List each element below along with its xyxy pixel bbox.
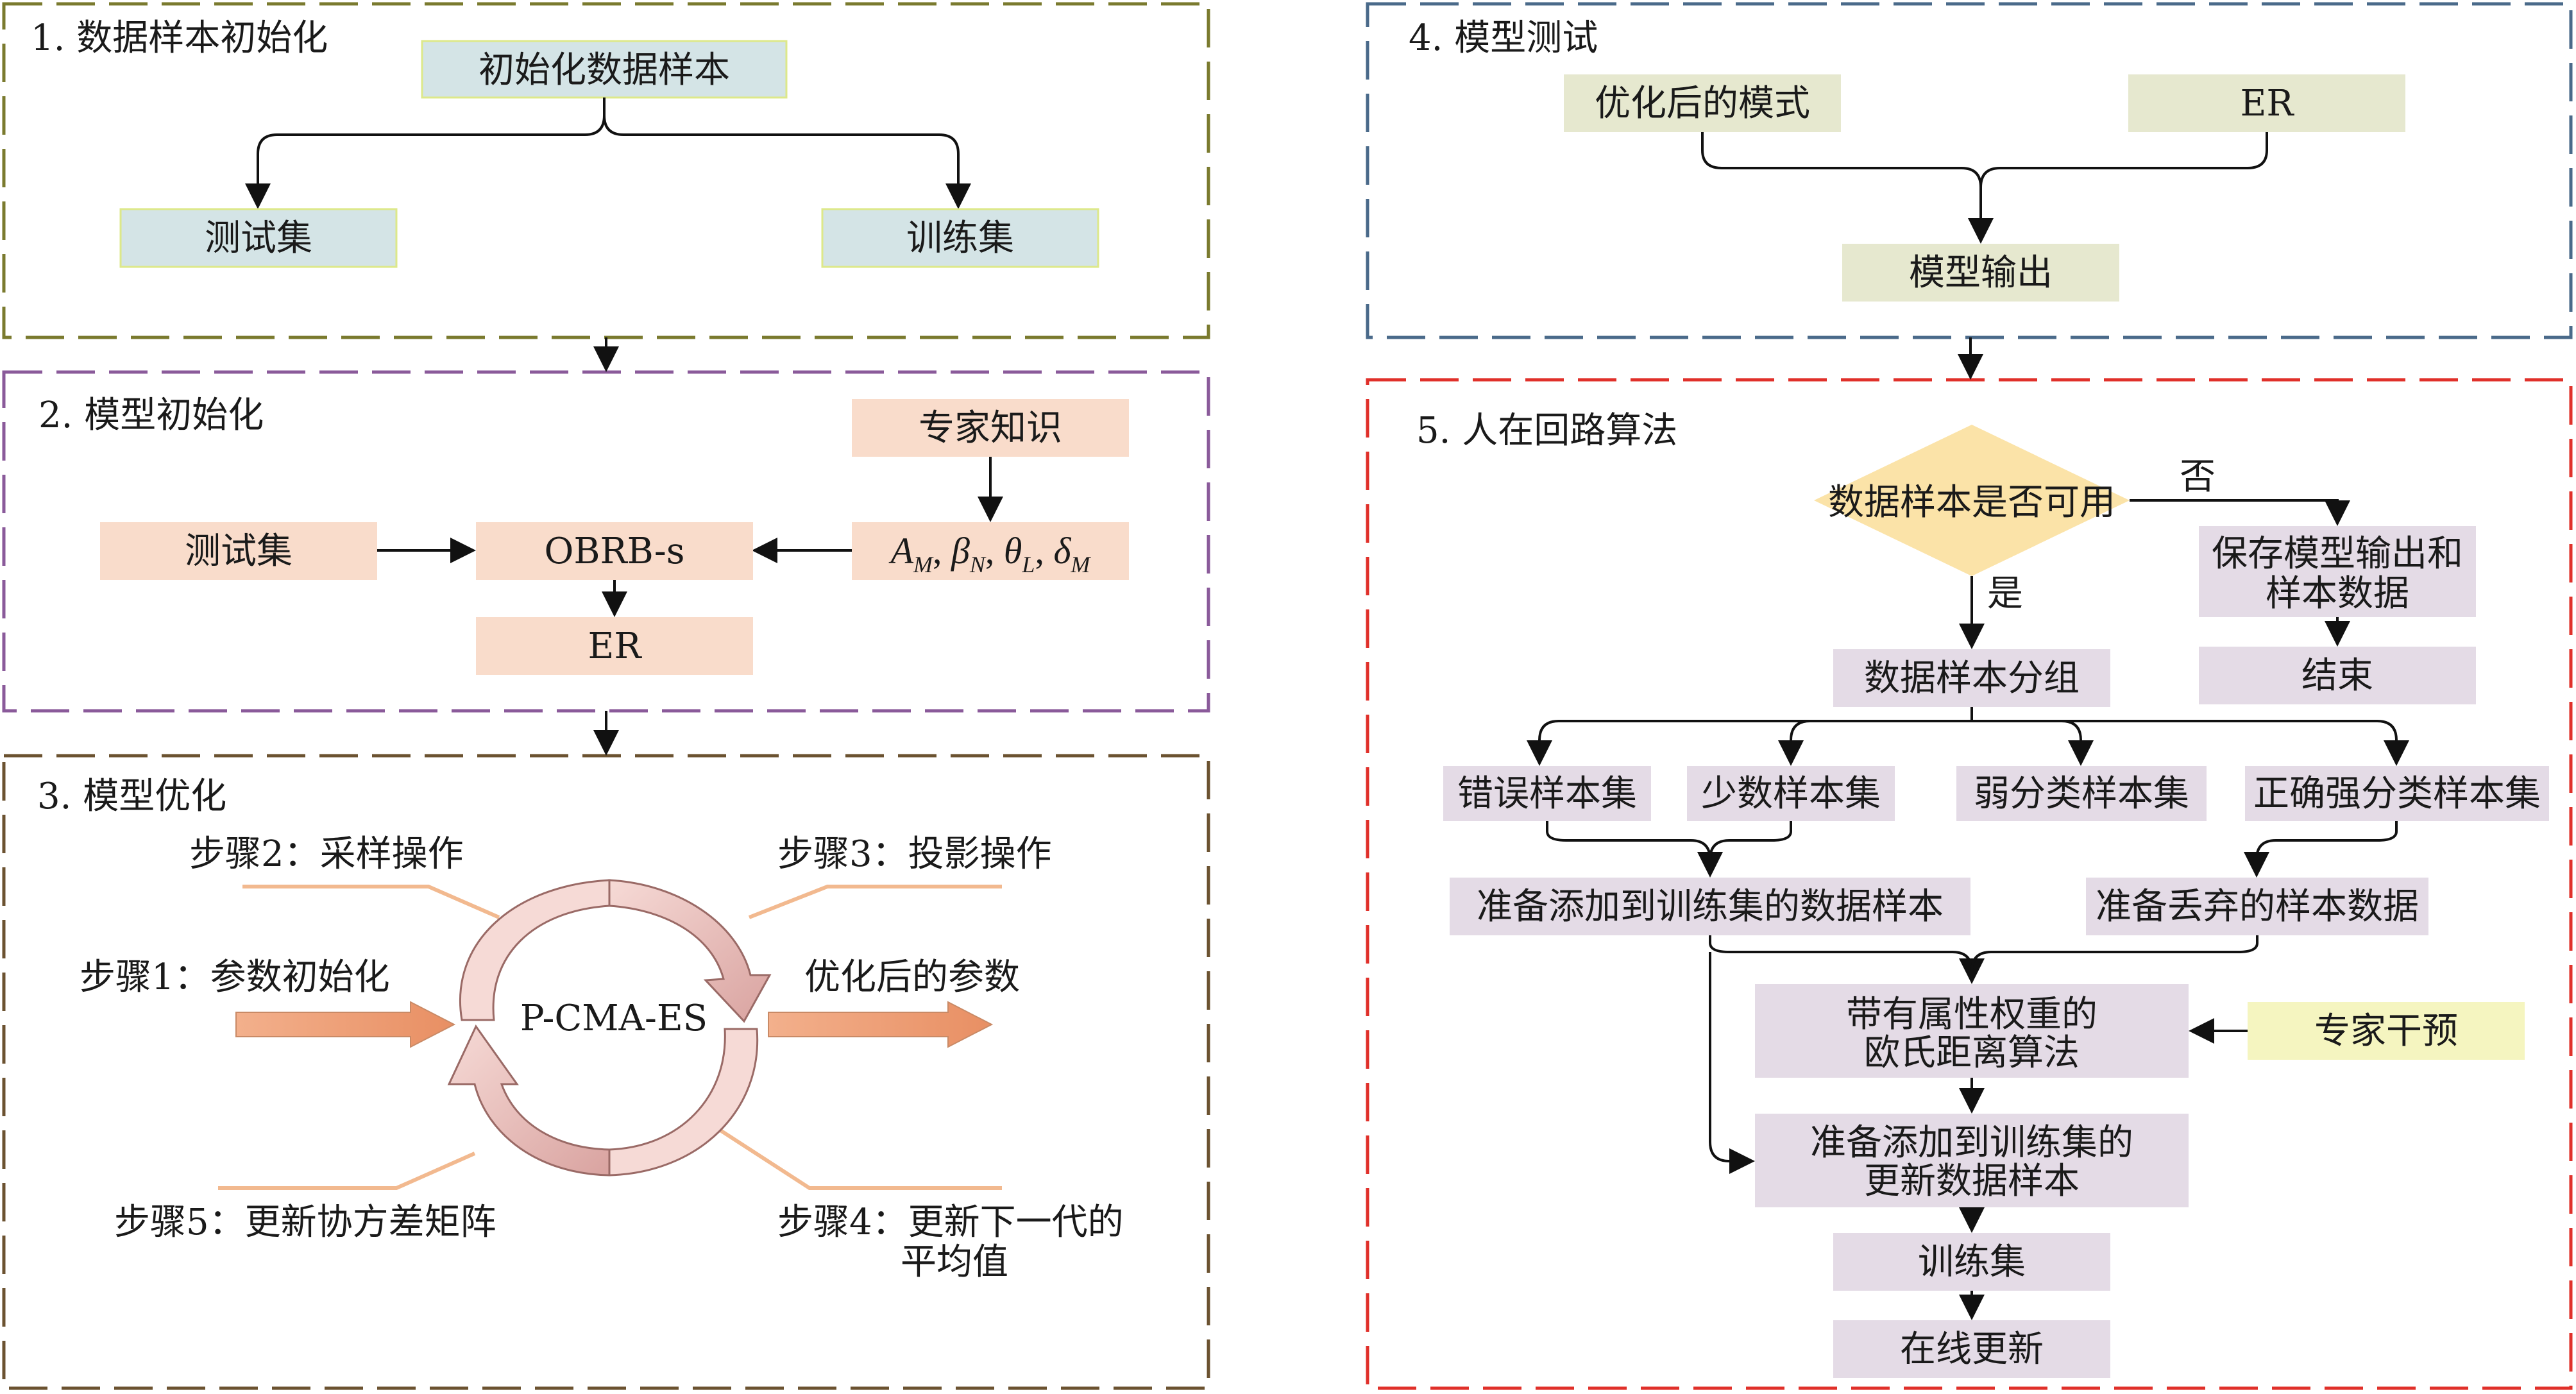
train-set-label-2: 训练集 — [1918, 1241, 2026, 1283]
init-sample-box — [421, 40, 788, 99]
output-block-arrow — [768, 1001, 994, 1048]
prep-add-label: 准备添加到训练集的数据样本 — [1477, 886, 1944, 928]
split-connector-s1 — [245, 98, 606, 209]
split-connector-s5 — [1527, 707, 1973, 766]
test-set-box-2 — [100, 522, 377, 580]
update-samples-box — [1755, 1114, 2189, 1207]
strong-set-label: 正确强分类样本集 — [2253, 773, 2541, 815]
obrb-label: OBRB-s — [544, 531, 684, 572]
pcmaes-label: P-CMA-ES — [520, 998, 708, 1039]
expert-intervention-box — [2248, 1002, 2525, 1060]
train-set-box-2 — [1833, 1233, 2110, 1291]
save-output-box — [2199, 526, 2476, 617]
group-box — [1833, 649, 2110, 707]
test-set-label: 测试集 — [205, 217, 312, 259]
test-set-box — [119, 208, 398, 268]
er-box — [476, 617, 753, 675]
euclid-label-1: 带有属性权重的 — [1846, 994, 2097, 1035]
section-4-title: 4. 模型测试 — [1409, 17, 1598, 59]
step5-leader — [218, 1152, 476, 1190]
train-set-box — [821, 208, 1099, 268]
step5-label: 步骤5：更新协方差矩阵 — [114, 1202, 496, 1243]
section-1-title: 1. 数据样本初始化 — [31, 17, 328, 59]
weak-set-label: 弱分类样本集 — [1974, 773, 2189, 815]
pcmaes-cycle — [447, 879, 772, 1177]
step2-label: 步骤2：采样操作 — [189, 833, 464, 875]
strong-set-box — [2245, 766, 2549, 821]
merge-connector-s4 — [1701, 132, 1994, 244]
prep-drop-label: 准备丢弃的样本数据 — [2096, 886, 2419, 928]
online-update-box — [1833, 1320, 2110, 1378]
expert-knowledge-label: 专家知识 — [919, 407, 1062, 449]
euclid-box — [1755, 984, 2189, 1078]
init-sample-label: 初始化数据样本 — [479, 49, 730, 91]
euclid-label-2: 欧氏距离算法 — [1864, 1032, 2080, 1074]
end-box — [2199, 647, 2476, 704]
step3-label: 步骤3：投影操作 — [777, 833, 1052, 875]
weak-set-box — [1956, 766, 2207, 821]
step4-label-1: 步骤4：更新下一代的 — [777, 1202, 1124, 1243]
yes-label: 是 — [1987, 573, 2023, 615]
model-output-box — [1842, 244, 2119, 302]
expert-intervention-label: 专家干预 — [2314, 1010, 2458, 1052]
decision-label: 数据样本是否可用 — [1828, 482, 2115, 523]
update-samples-label-1: 准备添加到训练集的 — [1810, 1122, 2133, 1164]
step4-leader — [717, 1127, 1002, 1190]
minority-set-label: 少数样本集 — [1701, 773, 1881, 815]
section-3-frame — [2, 754, 1210, 1390]
section-2-frame — [2, 370, 1210, 713]
test-set-label-2: 测试集 — [185, 531, 292, 572]
step4-label-2: 平均值 — [901, 1241, 1008, 1283]
expert-knowledge-box — [852, 399, 1129, 457]
er-label-2: ER — [2240, 83, 2294, 124]
optimized-mode-label: 优化后的模式 — [1595, 83, 1810, 124]
section-2-title: 2. 模型初始化 — [38, 395, 264, 436]
save-output-label-2: 样本数据 — [2266, 573, 2409, 615]
minority-set-box — [1687, 766, 1895, 821]
obrb-box — [476, 522, 753, 580]
end-label: 结束 — [2301, 655, 2373, 697]
params-box — [852, 522, 1129, 580]
model-output-label: 模型输出 — [1909, 252, 2053, 294]
decision-diamond — [1814, 425, 2130, 576]
prep-drop-box — [2086, 878, 2428, 935]
params-label: AM, βN, θL, δM — [888, 530, 1092, 577]
optimized-mode-box — [1564, 74, 1841, 132]
update-samples-label-2: 更新数据样本 — [1864, 1160, 2080, 1202]
step3-leader — [748, 885, 1002, 919]
step2-leader — [242, 885, 500, 919]
output-params-label: 优化后的参数 — [804, 956, 1020, 998]
save-output-label-1: 保存模型输出和 — [2212, 533, 2463, 575]
error-set-box — [1443, 766, 1651, 821]
prep-add-box — [1450, 878, 1970, 935]
train-set-label: 训练集 — [906, 217, 1014, 259]
group-label: 数据样本分组 — [1864, 658, 2080, 699]
online-update-label: 在线更新 — [1900, 1329, 2044, 1370]
error-set-label: 错误样本集 — [1457, 773, 1637, 815]
er-label: ER — [588, 625, 642, 667]
section-5-title: 5. 人在回路算法 — [1416, 410, 1677, 452]
no-label: 否 — [2180, 456, 2216, 498]
section-5-frame — [1366, 378, 2573, 1390]
step1-label: 步骤1：参数初始化 — [80, 956, 390, 998]
section-3-title: 3. 模型优化 — [37, 776, 226, 817]
input-block-arrow — [235, 1001, 456, 1048]
er-box-2 — [2128, 74, 2405, 132]
